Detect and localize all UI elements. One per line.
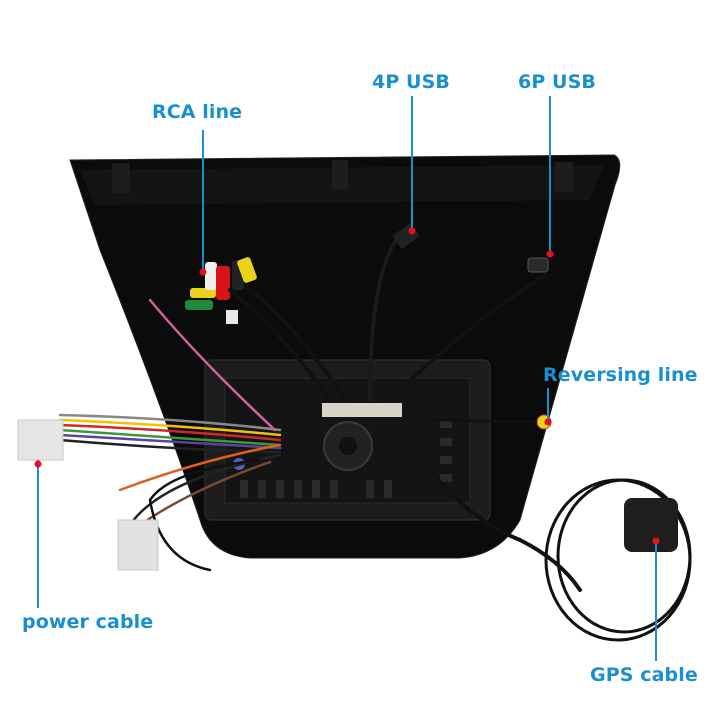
marker-dot-gps	[652, 537, 660, 545]
marker-dot-usb6	[546, 250, 554, 258]
label-6p-usb: 6P USB	[518, 71, 596, 93]
fan-hub	[339, 437, 357, 455]
bezel-clip	[332, 160, 348, 190]
marker-dot-reverse	[544, 418, 552, 426]
reversing-cable	[429, 418, 538, 424]
usb6-port	[527, 257, 549, 273]
bezel-clip	[112, 163, 130, 193]
label-gps-cable: GPS cable	[590, 664, 698, 686]
label-power-cable: power cable	[22, 611, 154, 633]
leader-lines	[37, 96, 657, 661]
marker-dot-usb4	[408, 227, 416, 235]
gps-antenna	[624, 498, 678, 552]
label-rca-line: RCA line	[152, 101, 243, 123]
heatsink-fins	[240, 420, 452, 498]
marker-dot-rca	[199, 268, 207, 276]
power-harness	[58, 298, 282, 572]
cable-bundle	[228, 228, 582, 592]
marker-dot-power	[34, 460, 42, 468]
label-4p-usb: 4P USB	[372, 71, 450, 93]
connector-block	[322, 403, 402, 417]
marker-dots	[34, 227, 660, 545]
aux-connector	[117, 519, 159, 571]
label-reversing-line: Reversing line	[543, 364, 698, 386]
gps-cable-coil	[544, 478, 692, 642]
rca-plugs	[185, 257, 257, 324]
bezel-clip	[555, 162, 573, 192]
power-connector	[17, 419, 64, 461]
